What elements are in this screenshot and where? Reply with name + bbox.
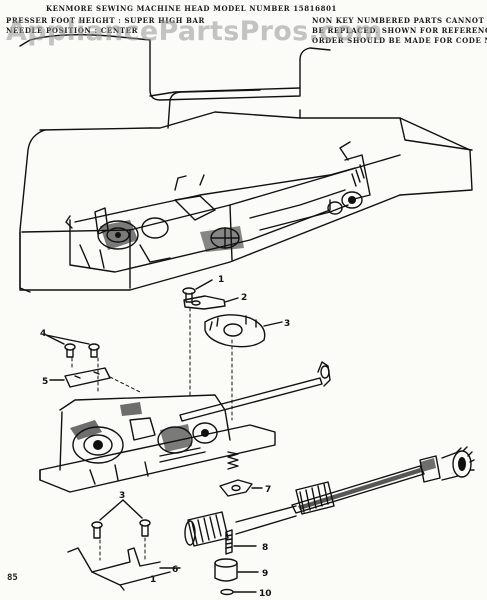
- part-3-upper-screw: [182, 279, 213, 303]
- callout-4: 2: [241, 293, 247, 303]
- callout-1-lower: 1: [150, 575, 156, 585]
- worm-gear: [184, 511, 229, 547]
- reference-note-line-1: NON KEY NUMBERED PARTS CANNOT: [312, 16, 485, 25]
- callout-10: 10: [259, 589, 272, 599]
- part-8-screw: [225, 529, 257, 555]
- callout-3-upper: 1: [218, 275, 224, 285]
- part-1-screws: [45, 334, 100, 358]
- callout-1-upper: 4: [40, 329, 46, 339]
- upper-feed-shaft: [179, 361, 331, 422]
- part-9-bushing: [214, 558, 259, 582]
- presser-foot-note: PRESSER FOOT HEIGHT : SUPER HIGH BAR: [6, 16, 205, 25]
- part-5-cam: [204, 314, 283, 348]
- watermark: AppliancePartsPros.com: [6, 16, 383, 47]
- upper-mechanism-shading: [100, 196, 356, 252]
- spring: [227, 451, 239, 470]
- part-4-bracket: [183, 295, 239, 310]
- needle-position-note: NEEDLE POSITION : CENTER: [6, 26, 139, 35]
- callout-7: 7: [265, 485, 271, 495]
- part-3-lower-screws: [91, 499, 151, 563]
- callout-9: 9: [262, 569, 268, 579]
- page-number: 85: [7, 573, 18, 583]
- diagram-title: KENMORE SEWING MACHINE HEAD MODEL NUMBER…: [46, 4, 338, 13]
- part-2-plate: [49, 367, 111, 388]
- reference-note-line-2: BE REPLACED. SHOWN FOR REFERENCE: [312, 26, 487, 35]
- part-10-washer: [220, 588, 257, 596]
- part-6-lever: [67, 547, 181, 591]
- callout-3-lower: 3: [119, 491, 125, 501]
- upper-bed-mechanism: [65, 141, 371, 273]
- lower-bed-plate: [39, 394, 276, 493]
- callout-8: 8: [262, 543, 268, 553]
- reference-note-line-3: ORDER SHOULD BE MADE FOR CODE NT: [312, 36, 487, 45]
- part-7-bracket: [219, 479, 263, 497]
- callout-labels: 1 2 3 4 5 3 7 8 9 10 6 1: [40, 275, 290, 599]
- leader-lines: [71, 307, 233, 421]
- lower-mechanism-shading: [70, 402, 209, 452]
- callout-6: 6: [172, 565, 178, 575]
- machine-arm-outline: [19, 33, 473, 293]
- callout-5: 3: [284, 319, 290, 329]
- callout-2: 5: [42, 377, 48, 387]
- shaft-shading: [298, 457, 466, 510]
